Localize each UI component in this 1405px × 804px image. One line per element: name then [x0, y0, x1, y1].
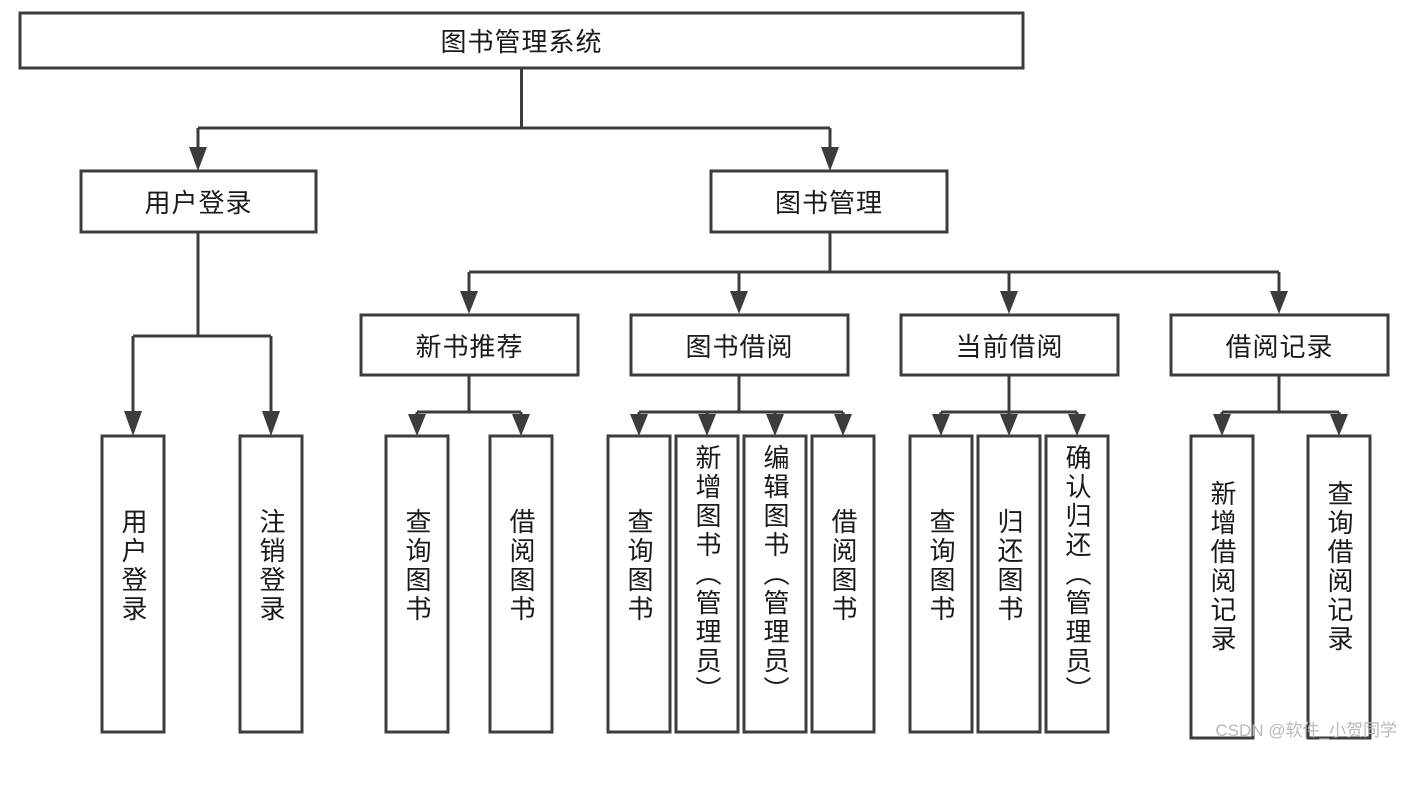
node-borrow-record[interactable] [1169, 313, 1390, 377]
node-leaf-add-borrow-record[interactable] [1189, 434, 1255, 740]
node-book-management[interactable] [709, 169, 949, 234]
node-leaf-query-books-rec[interactable] [384, 434, 450, 734]
node-leaf-query-books-borrow[interactable] [606, 434, 672, 734]
connector-bookmgmt-to-level3 [460, 232, 1288, 314]
connector-borrowrecord-to-leaves [1213, 375, 1348, 436]
node-leaf-borrow-book[interactable] [810, 434, 876, 734]
connector-userlogin-to-leaves [124, 232, 280, 436]
node-leaf-logout-login[interactable] [238, 434, 304, 734]
connector-root-to-level2 [189, 68, 839, 171]
node-new-book-recommend[interactable] [359, 313, 580, 377]
diagram-canvas: 图书管理系统 用户登录 图书管理 新书推荐 图书借阅 当前借阅 借阅记录 用户登… [18, 11, 1397, 740]
hierarchy-svg [18, 11, 1390, 740]
node-root[interactable] [18, 11, 1025, 70]
connector-currentborrow-to-leaves [932, 375, 1086, 436]
node-leaf-user-login[interactable] [100, 434, 166, 734]
connector-newbook-to-leaves [408, 375, 530, 436]
node-leaf-query-borrow-record[interactable] [1306, 434, 1372, 740]
connector-bookborrow-to-leaves [630, 375, 852, 436]
node-current-borrow[interactable] [899, 313, 1120, 377]
node-user-login[interactable] [79, 169, 318, 234]
node-leaf-add-book-admin[interactable] [674, 434, 740, 734]
node-leaf-confirm-return-admin[interactable] [1044, 434, 1110, 734]
node-book-borrow[interactable] [629, 313, 850, 377]
node-leaf-edit-book-admin[interactable] [742, 434, 808, 734]
node-leaf-return-book[interactable] [976, 434, 1042, 734]
node-leaf-query-books-current[interactable] [908, 434, 974, 734]
node-leaf-borrow-books-rec[interactable] [488, 434, 554, 734]
